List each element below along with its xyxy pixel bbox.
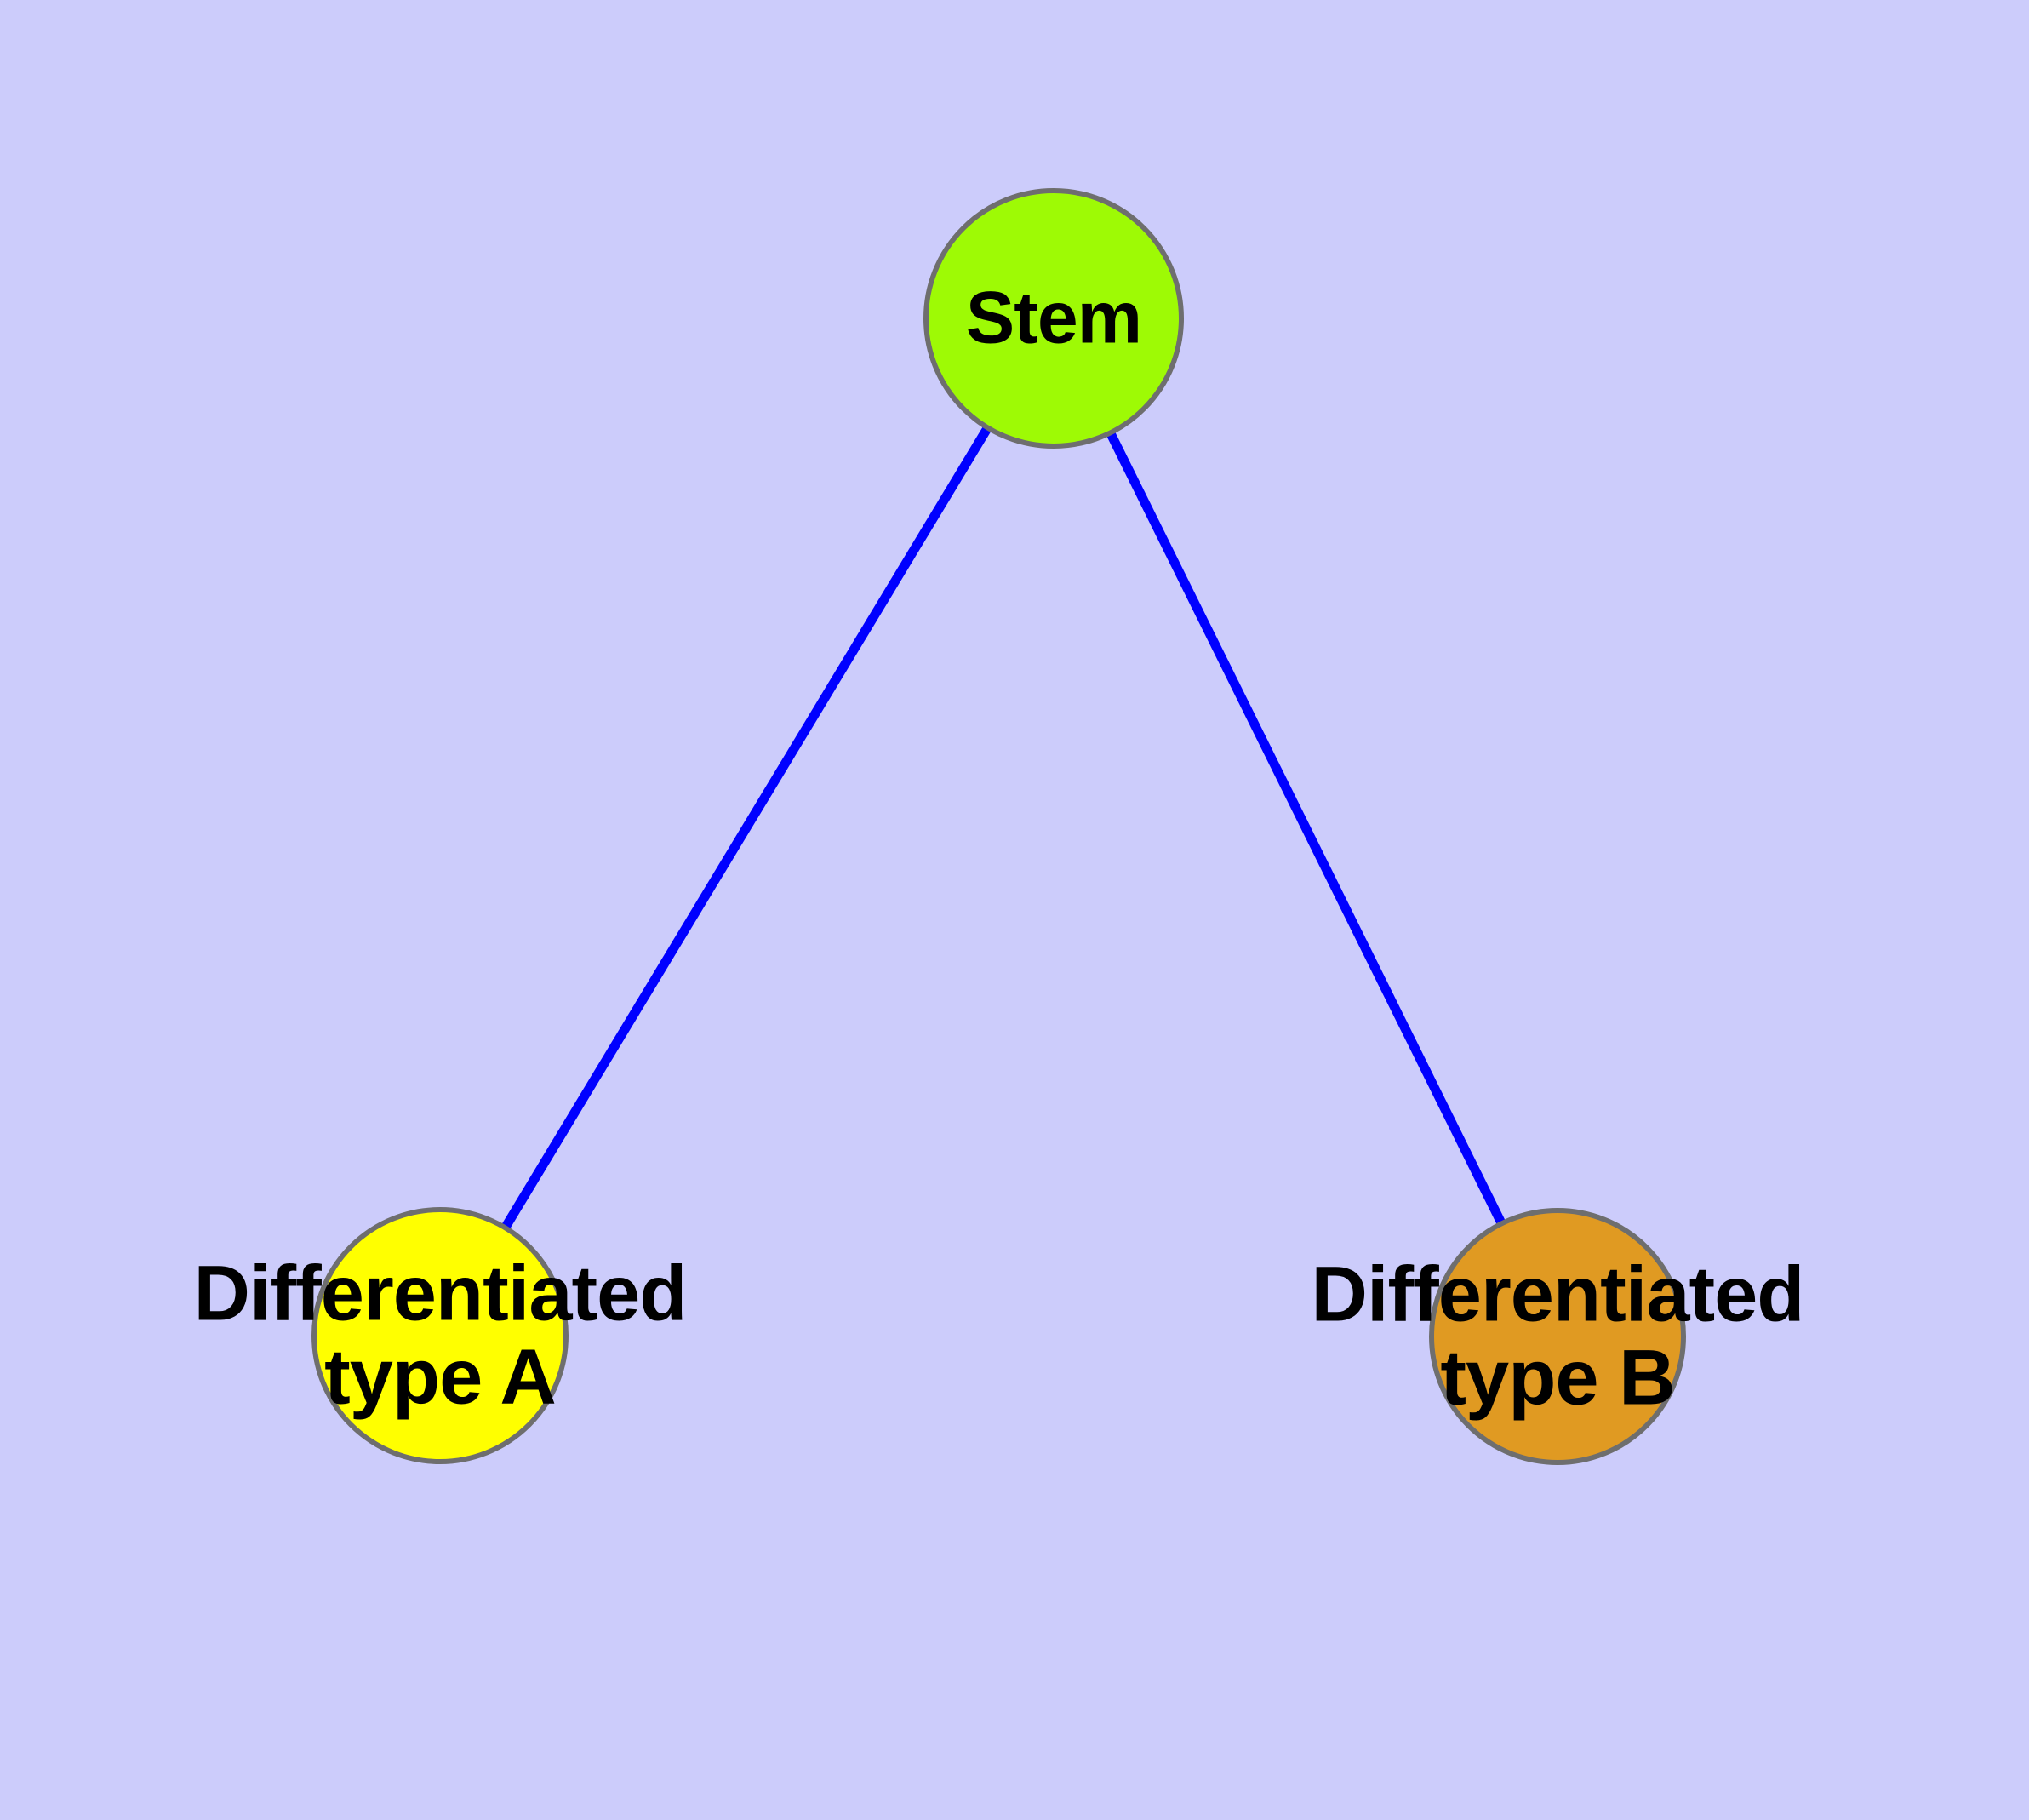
node-circle-stem[interactable] — [923, 188, 1184, 449]
nodes-group — [311, 188, 1686, 1465]
node-circle-diff_b[interactable] — [1429, 1208, 1686, 1465]
edge-stem-to-diff_a — [500, 423, 993, 1232]
node-circle-diff_a[interactable] — [311, 1207, 569, 1464]
edges-group — [500, 423, 1507, 1232]
edge-stem-to-diff_b — [1105, 429, 1507, 1228]
